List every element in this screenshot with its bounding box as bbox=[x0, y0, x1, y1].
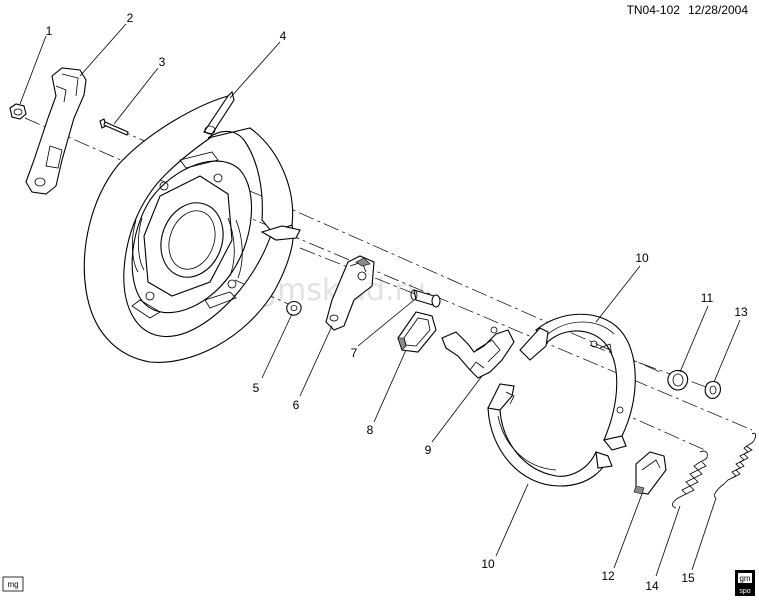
callout-10-upper: 10 bbox=[635, 251, 649, 265]
callout-2: 2 bbox=[127, 11, 134, 25]
callout-6: 6 bbox=[293, 398, 300, 412]
callout-3: 3 bbox=[159, 55, 166, 69]
spring-part-14 bbox=[672, 450, 708, 509]
diagram-date: 12/28/2004 bbox=[688, 3, 748, 17]
callout-14: 14 bbox=[645, 579, 659, 593]
callout-5: 5 bbox=[253, 381, 260, 395]
callout-8: 8 bbox=[367, 423, 374, 437]
centerline-upper bbox=[159, 179, 753, 431]
callout-1: 1 bbox=[46, 24, 53, 38]
logo-line1: gm bbox=[739, 574, 750, 583]
bushing-part-11 bbox=[667, 369, 689, 391]
brake-shoe-upper-part-10 bbox=[519, 313, 636, 451]
adjuster-part-9 bbox=[441, 326, 515, 379]
header-text: TN04-102 12/28/2004 bbox=[627, 3, 749, 17]
callout-labels: 1 2 3 4 5 6 7 8 9 10 10 11 12 13 14 15 bbox=[46, 11, 748, 593]
centerline-mid bbox=[299, 247, 431, 301]
lever-part-6 bbox=[325, 255, 375, 331]
backing-plate-part-4 bbox=[83, 90, 301, 363]
callout-9: 9 bbox=[425, 443, 432, 457]
cap-part-13 bbox=[704, 380, 721, 399]
diagram-code: TN04-102 bbox=[627, 3, 681, 17]
bolt-part-3 bbox=[99, 118, 129, 136]
strut-part-12 bbox=[633, 451, 667, 495]
centerline-spring bbox=[614, 409, 706, 451]
callout-15: 15 bbox=[681, 571, 695, 585]
corner-mark-left: mg bbox=[2, 576, 24, 592]
callout-4: 4 bbox=[280, 29, 287, 43]
centerline-top bbox=[224, 179, 661, 373]
callout-13: 13 bbox=[734, 305, 748, 319]
clip-part-8 bbox=[397, 311, 437, 353]
logo-line2: spo bbox=[739, 588, 750, 595]
nut-part-5 bbox=[286, 300, 302, 316]
gm-spo-logo: gm spo bbox=[735, 570, 755, 596]
spring-part-15 bbox=[714, 432, 756, 499]
callout-12: 12 bbox=[601, 569, 615, 583]
pin-part-7 bbox=[410, 289, 441, 308]
callout-7: 7 bbox=[351, 346, 358, 360]
nut-part-1 bbox=[9, 103, 27, 120]
callout-11: 11 bbox=[701, 291, 714, 305]
corner-left-text: mg bbox=[7, 580, 18, 589]
centerline-adjuster bbox=[589, 344, 721, 393]
callout-10-lower: 10 bbox=[481, 557, 495, 571]
bracket-part-2 bbox=[25, 67, 87, 195]
brake-shoe-lower-part-10 bbox=[487, 383, 613, 487]
leader-lines bbox=[19, 23, 741, 577]
